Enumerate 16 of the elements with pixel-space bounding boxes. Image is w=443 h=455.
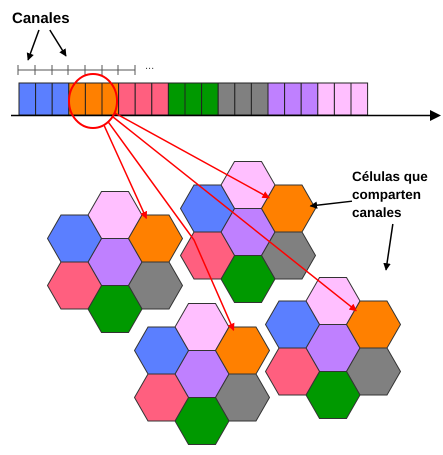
arrow (383, 224, 394, 271)
hexagon-cell (214, 326, 270, 374)
arrow (49, 30, 67, 57)
hexagon-cell (346, 300, 402, 348)
arrow (114, 112, 270, 199)
hexagon-cell (128, 214, 184, 262)
ellipsis-text: ... (145, 60, 154, 72)
annotation-text: Canales (12, 8, 74, 30)
arrow (310, 200, 352, 209)
arrow (103, 124, 148, 220)
arrow (112, 116, 357, 312)
hexagon-cell (260, 184, 316, 232)
arrow (108, 121, 234, 332)
annotation-text: Células que comparten canales (352, 168, 442, 224)
highlight-circle (68, 73, 118, 129)
arrow (26, 30, 40, 61)
